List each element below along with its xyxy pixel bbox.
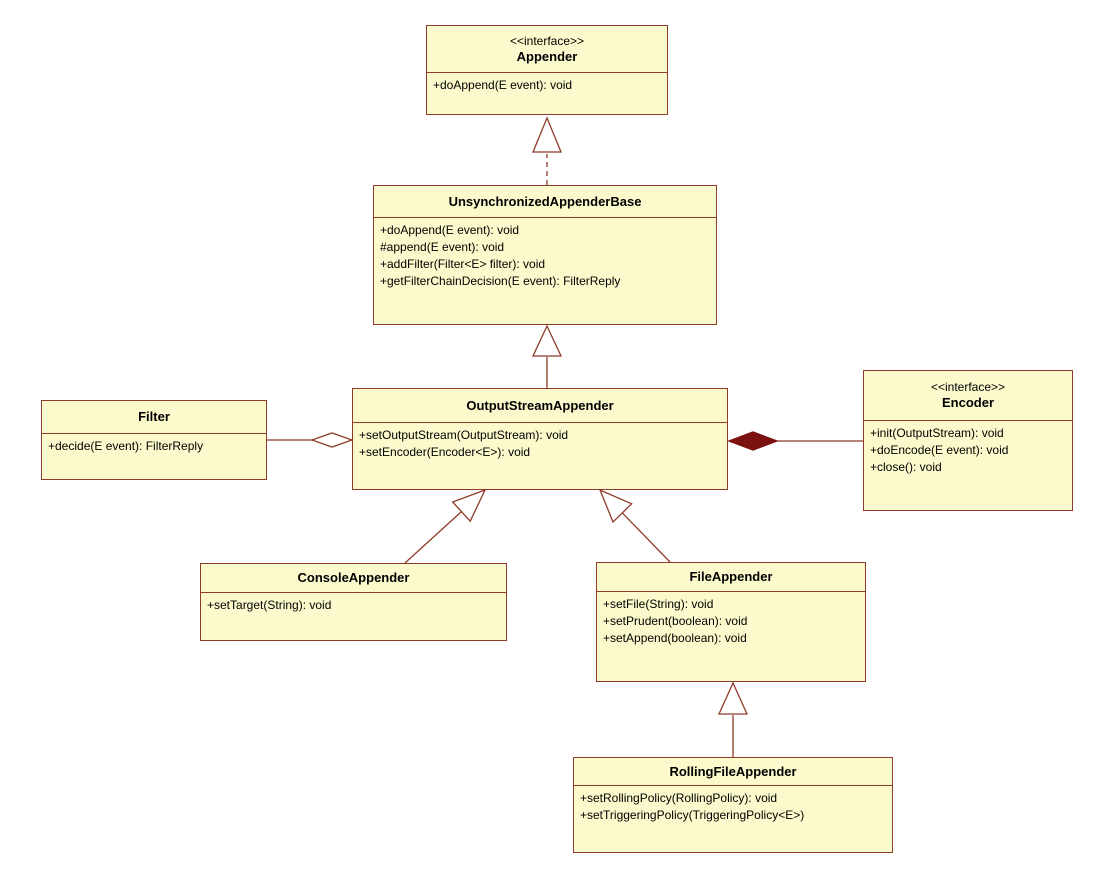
method-label: +doEncode(E event): void <box>870 443 1009 457</box>
class-name: Encoder <box>941 395 994 410</box>
method-label: +close(): void <box>870 460 942 474</box>
method-label: +setPrudent(boolean): void <box>603 614 748 628</box>
class-name: OutputStreamAppender <box>466 397 614 413</box>
class-box-rolling-file-appender: RollingFileAppender +setRollingPolicy(Ro… <box>573 757 893 853</box>
class-methods-rolling-file-appender: +setRollingPolicy(RollingPolicy): void +… <box>574 786 892 824</box>
class-header-file-appender: FileAppender <box>597 563 865 592</box>
method-label: +doAppend(E event): void <box>380 223 520 237</box>
class-box-console-appender: ConsoleAppender +setTarget(String): void <box>200 563 507 641</box>
method-label: +setRollingPolicy(RollingPolicy): void <box>580 791 778 805</box>
class-header-encoder: <<interface>> Encoder <box>864 371 1072 421</box>
method-label: +getFilterChainDecision(E event): Filter… <box>380 274 621 288</box>
class-methods-unsynchronized-appender-base: +doAppend(E event): void #append(E event… <box>374 218 716 290</box>
class-name: Appender <box>516 48 578 64</box>
class-header-console-appender: ConsoleAppender <box>201 564 506 593</box>
method-label: +setOutputStream(OutputStream): void <box>359 428 569 442</box>
generalization-line-file-osa <box>621 512 671 563</box>
class-box-encoder: <<interface>> Encoder +init(OutputStream… <box>863 370 1073 511</box>
generalization-line-console-osa <box>404 511 462 564</box>
composition-diamond-icon <box>727 431 779 451</box>
class-box-filter: Filter +decide(E event): FilterReply <box>41 400 267 480</box>
aggregation-diamond-icon <box>310 432 354 448</box>
generalization-triangle-icon <box>451 488 487 523</box>
class-methods-encoder: +init(OutputStream): void +doEncode(E ev… <box>864 421 1072 476</box>
class-header-rolling-file-appender: RollingFileAppender <box>574 758 892 786</box>
realization-triangle-icon <box>532 116 562 153</box>
method-label: +setTriggeringPolicy(TriggeringPolicy<E>… <box>580 808 805 822</box>
class-methods-output-stream-appender: +setOutputStream(OutputStream): void +se… <box>353 423 727 461</box>
method-label: +doAppend(E event): void <box>433 78 573 92</box>
generalization-triangle-icon <box>531 324 563 357</box>
class-name: FileAppender <box>689 569 773 584</box>
method-label: +decide(E event): FilterReply <box>48 439 204 453</box>
class-methods-console-appender: +setTarget(String): void <box>201 593 506 614</box>
class-box-appender: <<interface>> Appender +doAppend(E event… <box>426 25 668 115</box>
class-methods-file-appender: +setFile(String): void +setPrudent(boole… <box>597 592 865 647</box>
generalization-triangle-icon <box>598 488 633 524</box>
class-methods-filter: +decide(E event): FilterReply <box>42 434 266 455</box>
class-box-unsynchronized-appender-base: UnsynchronizedAppenderBase +doAppend(E e… <box>373 185 717 325</box>
class-header-output-stream-appender: OutputStreamAppender <box>353 389 727 423</box>
method-label: +setFile(String): void <box>603 597 714 611</box>
method-label: +addFilter(Filter<E> filter): void <box>380 257 546 271</box>
class-box-output-stream-appender: OutputStreamAppender +setOutputStream(Ou… <box>352 388 728 490</box>
method-label: +setAppend(boolean): void <box>603 631 747 645</box>
method-label: +init(OutputStream): void <box>870 426 1004 440</box>
class-header-filter: Filter <box>42 401 266 434</box>
generalization-triangle-icon <box>717 681 749 715</box>
stereotype-label: <<interface>> <box>509 33 585 48</box>
class-name: RollingFileAppender <box>669 763 797 779</box>
method-label: +setTarget(String): void <box>207 598 332 612</box>
class-name: UnsynchronizedAppenderBase <box>448 193 642 209</box>
stereotype-label: <<interface>> <box>930 380 1006 394</box>
method-label: #append(E event): void <box>380 240 505 254</box>
class-header-unsynchronized-appender-base: UnsynchronizedAppenderBase <box>374 186 716 218</box>
class-methods-appender: +doAppend(E event): void <box>427 73 667 94</box>
class-name: Filter <box>138 409 170 424</box>
class-header-appender: <<interface>> Appender <box>427 26 667 73</box>
class-name: ConsoleAppender <box>297 570 410 585</box>
method-label: +setEncoder(Encoder<E>): void <box>359 445 531 459</box>
class-box-file-appender: FileAppender +setFile(String): void +set… <box>596 562 866 682</box>
